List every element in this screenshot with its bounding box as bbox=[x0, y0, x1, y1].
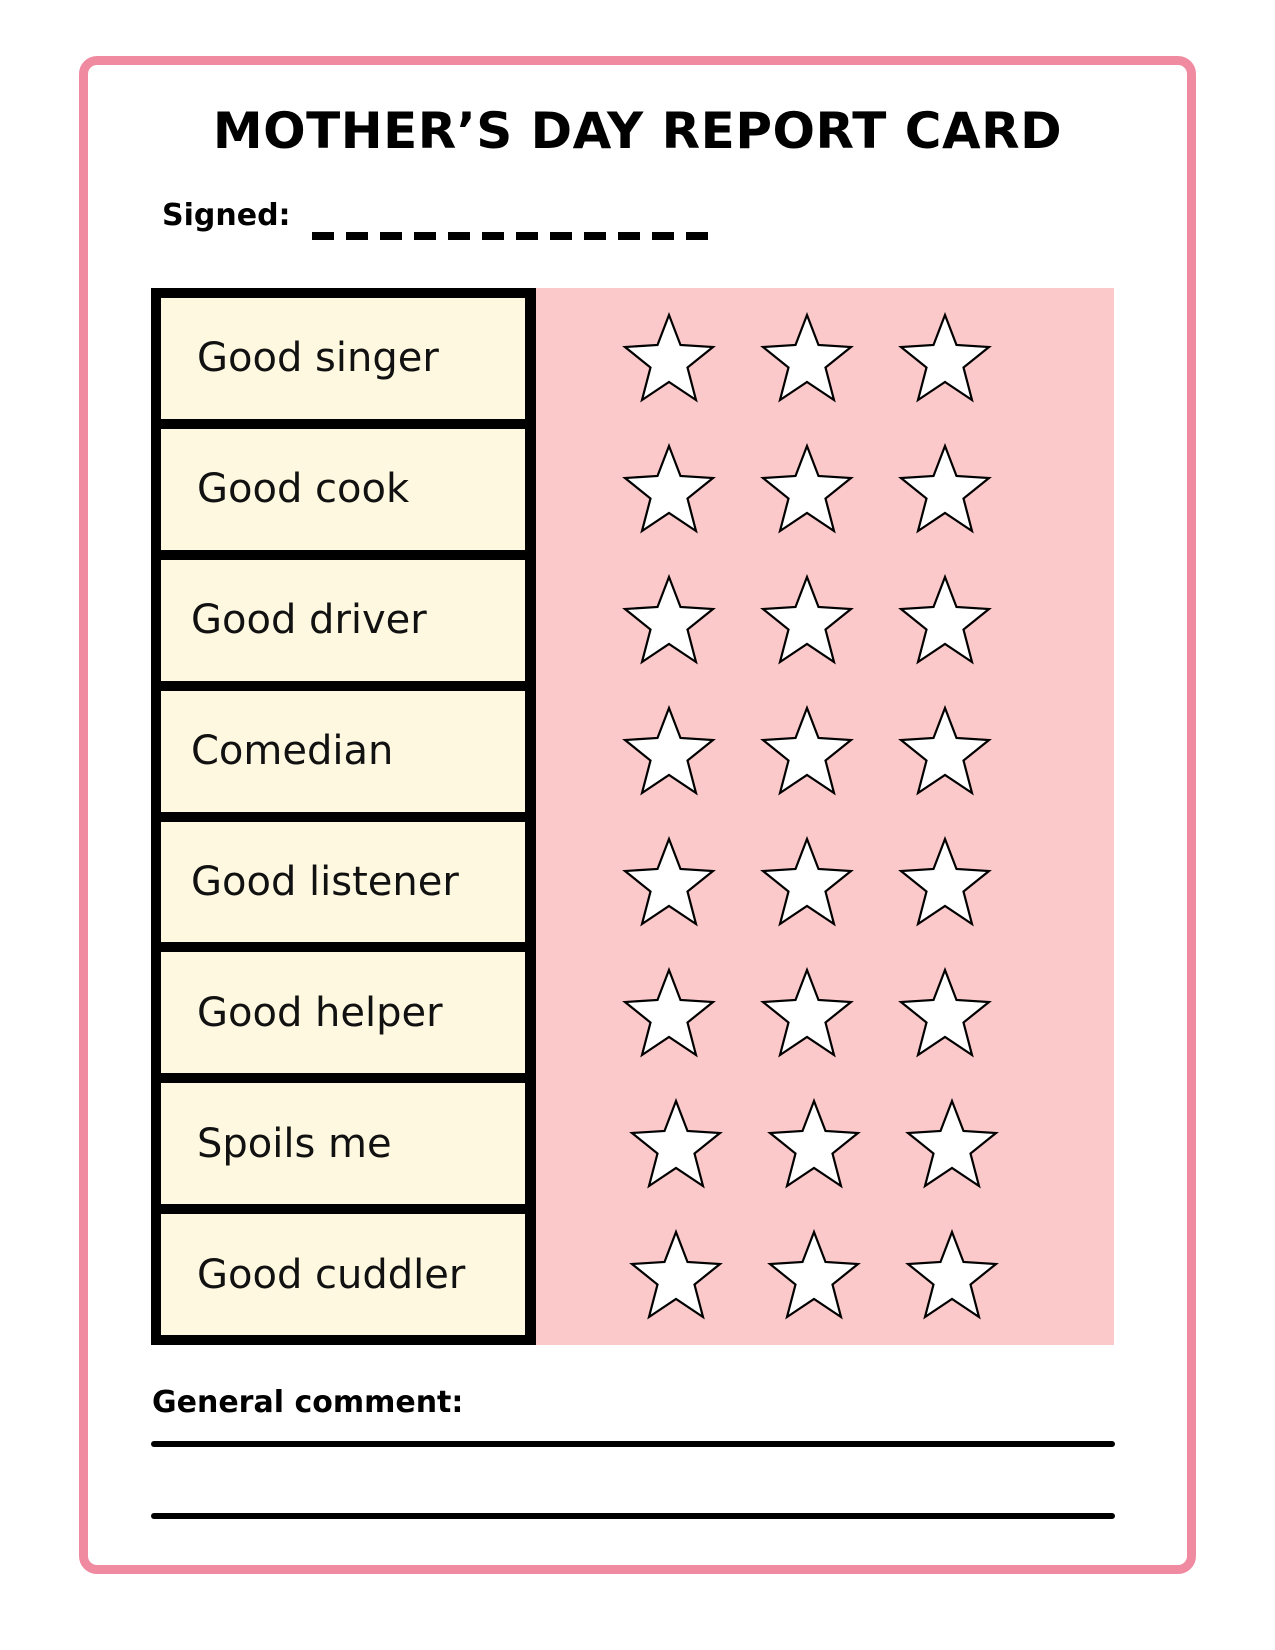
star-outline-icon[interactable] bbox=[621, 705, 717, 797]
star-outline-icon[interactable] bbox=[621, 443, 717, 535]
category-label: Good singer bbox=[197, 335, 439, 382]
star-outline-icon[interactable] bbox=[759, 966, 855, 1059]
star-row bbox=[536, 443, 1114, 543]
category-label: Spoils me bbox=[197, 1120, 392, 1167]
category-cell: Good helper bbox=[161, 952, 525, 1074]
star-outline-icon[interactable] bbox=[628, 1097, 724, 1190]
page-title: MOTHER’S DAY REPORT CARD bbox=[212, 102, 1063, 160]
star-outline-icon[interactable] bbox=[897, 574, 993, 666]
star-outline-icon[interactable] bbox=[759, 443, 855, 535]
star-outline-icon[interactable] bbox=[759, 835, 855, 928]
category-cell: Good cook bbox=[161, 428, 525, 550]
category-label: Comedian bbox=[191, 728, 394, 775]
category-cell: Good singer bbox=[161, 298, 525, 419]
star-outline-icon[interactable] bbox=[766, 1097, 862, 1190]
category-label: Good cook bbox=[197, 466, 410, 513]
star-rating-column bbox=[536, 288, 1114, 1345]
star-row bbox=[536, 574, 1114, 674]
star-outline-icon[interactable] bbox=[904, 1228, 1000, 1321]
category-cell: Good listener bbox=[161, 821, 525, 943]
category-cell: Comedian bbox=[161, 690, 525, 812]
star-outline-icon[interactable] bbox=[621, 312, 717, 404]
category-label: Good helper bbox=[197, 989, 443, 1036]
star-outline-icon[interactable] bbox=[759, 705, 855, 797]
category-cell: Good driver bbox=[161, 559, 525, 681]
star-outline-icon[interactable] bbox=[621, 835, 717, 928]
star-outline-icon[interactable] bbox=[621, 574, 717, 666]
star-outline-icon[interactable] bbox=[759, 574, 855, 666]
comment-line-2[interactable] bbox=[151, 1513, 1115, 1519]
star-outline-icon[interactable] bbox=[759, 312, 855, 404]
star-row bbox=[536, 1097, 1114, 1198]
signature-row: Signed: bbox=[162, 198, 718, 248]
star-outline-icon[interactable] bbox=[904, 1097, 1000, 1190]
comment-line-1[interactable] bbox=[151, 1441, 1115, 1447]
star-row bbox=[536, 1228, 1114, 1329]
star-outline-icon[interactable] bbox=[621, 966, 717, 1059]
signature-line[interactable] bbox=[312, 232, 718, 240]
category-cell: Spoils me bbox=[161, 1083, 525, 1205]
signed-label: Signed: bbox=[162, 198, 291, 233]
star-outline-icon[interactable] bbox=[897, 443, 993, 535]
star-outline-icon[interactable] bbox=[897, 966, 993, 1059]
star-row bbox=[536, 705, 1114, 805]
star-row bbox=[536, 966, 1114, 1067]
category-cell: Good cuddler bbox=[161, 1214, 525, 1335]
general-comment-label: General comment: bbox=[152, 1385, 464, 1420]
star-outline-icon[interactable] bbox=[897, 312, 993, 404]
category-label: Good listener bbox=[191, 858, 459, 905]
star-outline-icon[interactable] bbox=[766, 1228, 862, 1321]
category-label: Good cuddler bbox=[197, 1251, 466, 1298]
category-label: Good driver bbox=[191, 597, 427, 644]
star-outline-icon[interactable] bbox=[628, 1228, 724, 1321]
star-outline-icon[interactable] bbox=[897, 705, 993, 797]
star-outline-icon[interactable] bbox=[897, 835, 993, 928]
star-row bbox=[536, 312, 1114, 412]
star-row bbox=[536, 835, 1114, 936]
